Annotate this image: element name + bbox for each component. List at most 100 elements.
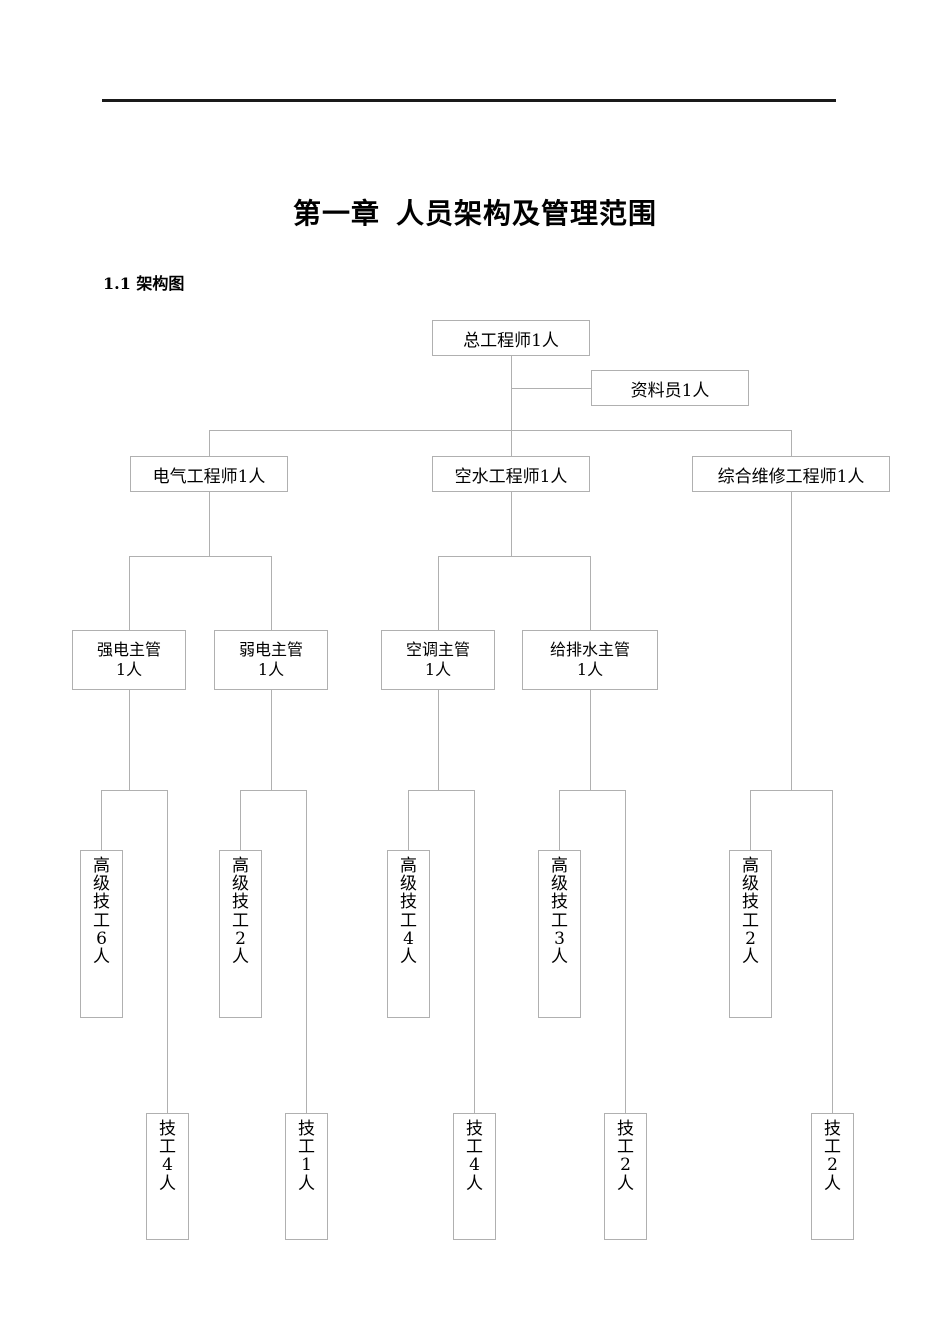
node-supervisor-low-voltage-line2: 1人 [257, 660, 285, 679]
node-maintenance-engineer-label: 综合维修工程师1人 [717, 466, 865, 487]
node-supervisor-hvac[interactable]: 空调主管 1人 [381, 630, 495, 690]
node-technician-1[interactable]: 技 工 4 人 [146, 1113, 189, 1240]
char: 技 [551, 892, 568, 913]
char: 级 [742, 874, 759, 895]
connector-elec-drop-right [271, 556, 272, 630]
node-technician-5[interactable]: 技 工 2 人 [811, 1113, 854, 1240]
connector-maint-to-senior [750, 790, 751, 850]
connector-hvac-bus [438, 556, 590, 557]
connector-maint-to-tech [832, 790, 833, 1113]
connector-engineer-drop-2 [511, 430, 512, 456]
char: 技 [466, 1119, 483, 1139]
char: 高 [400, 856, 417, 876]
char: 2 [745, 928, 756, 949]
char: 级 [232, 874, 249, 895]
node-electrical-engineer-label: 电气工程师1人 [152, 466, 266, 487]
connector-sup1-trunk [129, 690, 130, 790]
char: 工 [617, 1137, 634, 1158]
connector-sup2-to-tech [306, 790, 307, 1113]
char: 工 [824, 1137, 841, 1158]
node-supervisor-hvac-line1: 空调主管 [405, 640, 470, 659]
node-supervisor-high-voltage[interactable]: 强电主管 1人 [72, 630, 186, 690]
connector-sup2-trunk [271, 690, 272, 790]
char: 工 [466, 1137, 483, 1158]
char: 2 [235, 928, 246, 949]
char: 工 [742, 910, 759, 931]
char: 3 [554, 928, 565, 949]
connector-sup2-to-senior [240, 790, 241, 850]
node-technician-4[interactable]: 技 工 2 人 [604, 1113, 647, 1240]
node-technician-3[interactable]: 技 工 4 人 [453, 1113, 496, 1240]
char: 2 [620, 1155, 631, 1176]
char: 技 [617, 1119, 634, 1139]
node-senior-technician-3[interactable]: 高 级 技 工 4 人 [387, 850, 430, 1018]
char: 人 [159, 1173, 176, 1194]
node-supervisor-plumbing[interactable]: 给排水主管 1人 [522, 630, 658, 690]
node-supervisor-hvac-line2: 1人 [424, 660, 452, 679]
char: 级 [551, 874, 568, 895]
char: 人 [824, 1173, 841, 1194]
connector-sup1-bus [101, 790, 167, 791]
section-heading: 1.1 架构图 [103, 274, 185, 293]
connector-sup3-to-senior [408, 790, 409, 850]
connector-elec-bus [129, 556, 271, 557]
char: 人 [400, 946, 417, 967]
node-maintenance-engineer[interactable]: 综合维修工程师1人 [692, 456, 890, 492]
connector-sup3-bus [408, 790, 474, 791]
node-chief-engineer[interactable]: 总工程师1人 [432, 320, 590, 356]
node-senior-technician-1[interactable]: 高 级 技 工 6 人 [80, 850, 123, 1018]
node-supervisor-high-voltage-line2: 1人 [115, 660, 143, 679]
char: 2 [827, 1155, 838, 1176]
connector-staff-stub [511, 388, 591, 389]
page-title-chapter: 第一章 [292, 197, 380, 230]
header-rule [102, 99, 836, 102]
connector-sup1-to-senior [101, 790, 102, 850]
node-hvac-water-engineer-label: 空水工程师1人 [454, 466, 568, 487]
connector-sup3-trunk [438, 690, 439, 790]
connector-sup4-to-senior [559, 790, 560, 850]
char: 高 [742, 856, 759, 876]
char: 技 [159, 1119, 176, 1139]
char: 人 [617, 1173, 634, 1194]
char: 技 [742, 892, 759, 913]
connector-hvac-drop-right [590, 556, 591, 630]
connector-engineer-drop-3 [791, 430, 792, 456]
node-electrical-engineer[interactable]: 电气工程师1人 [130, 456, 288, 492]
node-senior-technician-4[interactable]: 高 级 技 工 3 人 [538, 850, 581, 1018]
node-senior-technician-2[interactable]: 高 级 技 工 2 人 [219, 850, 262, 1018]
char: 工 [400, 910, 417, 931]
char: 技 [232, 892, 249, 913]
connector-root-trunk [511, 355, 512, 463]
connector-elec-drop-left [129, 556, 130, 630]
char: 人 [93, 946, 110, 967]
char: 高 [93, 856, 110, 876]
node-document-clerk-label: 资料员1人 [630, 380, 710, 401]
connector-sup1-to-tech [167, 790, 168, 1113]
node-supervisor-plumbing-line1: 给排水主管 [549, 640, 630, 659]
connector-hvac-trunk [511, 491, 512, 556]
char: 级 [93, 874, 110, 895]
char: 人 [466, 1173, 483, 1194]
connector-maint-bus [750, 790, 832, 791]
connector-engineer-bus [209, 430, 791, 431]
char: 技 [824, 1119, 841, 1139]
connector-sup2-bus [240, 790, 306, 791]
connector-sup4-to-tech [625, 790, 626, 1113]
char: 工 [232, 910, 249, 931]
char: 人 [298, 1173, 315, 1194]
node-technician-2[interactable]: 技 工 1 人 [285, 1113, 328, 1240]
char: 人 [232, 946, 249, 967]
node-senior-technician-5[interactable]: 高 级 技 工 2 人 [729, 850, 772, 1018]
char: 工 [93, 910, 110, 931]
char: 技 [93, 892, 110, 913]
connector-sup4-trunk [590, 690, 591, 790]
node-supervisor-low-voltage[interactable]: 弱电主管 1人 [214, 630, 328, 690]
char: 工 [298, 1137, 315, 1158]
node-document-clerk[interactable]: 资料员1人 [591, 370, 749, 406]
node-hvac-water-engineer[interactable]: 空水工程师1人 [432, 456, 590, 492]
char: 级 [400, 874, 417, 895]
char: 工 [551, 910, 568, 931]
char: 高 [551, 856, 568, 876]
